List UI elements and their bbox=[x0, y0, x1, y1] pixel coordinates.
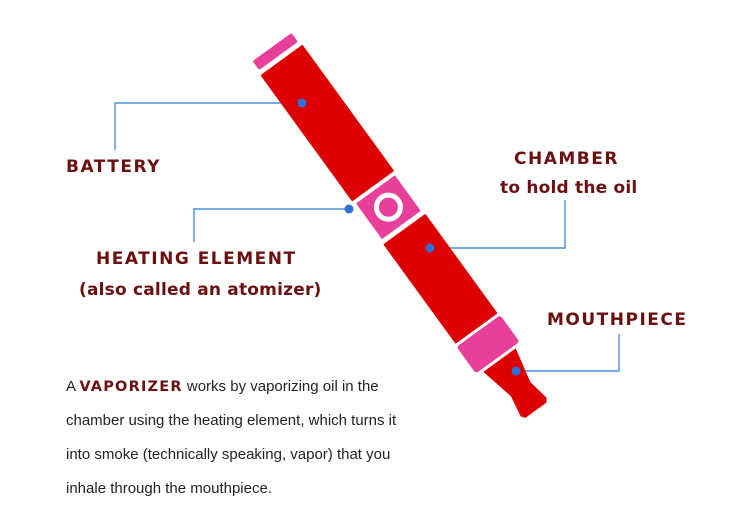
heating-element-ring bbox=[373, 192, 403, 222]
heating-dot bbox=[344, 204, 354, 214]
mouthpiece-dot bbox=[511, 366, 521, 376]
vape-pen bbox=[253, 33, 547, 418]
description-keyword: VAPORIZER bbox=[79, 379, 183, 395]
heating-element-sublabel: (also called an atomizer) bbox=[79, 280, 322, 300]
battery-dot bbox=[297, 98, 307, 108]
heating-leader-line bbox=[193, 208, 349, 242]
description-rest: works by vaporizing oil in the chamber u… bbox=[66, 378, 397, 497]
mouthpiece-label: MOUTHPIECE bbox=[547, 310, 688, 330]
chamber-label: CHAMBER bbox=[514, 149, 619, 169]
mouthpiece-collar bbox=[457, 316, 519, 373]
battery-body bbox=[260, 45, 394, 202]
description-paragraph: A VAPORIZER works by vaporizing oil in t… bbox=[66, 370, 406, 506]
chamber-body bbox=[383, 214, 498, 344]
mouthpiece-tip bbox=[483, 348, 547, 418]
battery-label: BATTERY bbox=[66, 157, 161, 177]
chamber-dot bbox=[425, 243, 435, 253]
chamber-sublabel: to hold the oil bbox=[500, 178, 638, 198]
chamber-leader-line bbox=[430, 200, 566, 249]
battery-leader-line bbox=[114, 102, 302, 150]
mouthpiece-leader-line bbox=[516, 334, 620, 372]
battery-cap bbox=[253, 33, 298, 70]
description-prefix: A bbox=[66, 378, 80, 395]
heating-element-label: HEATING ELEMENT bbox=[96, 249, 297, 269]
